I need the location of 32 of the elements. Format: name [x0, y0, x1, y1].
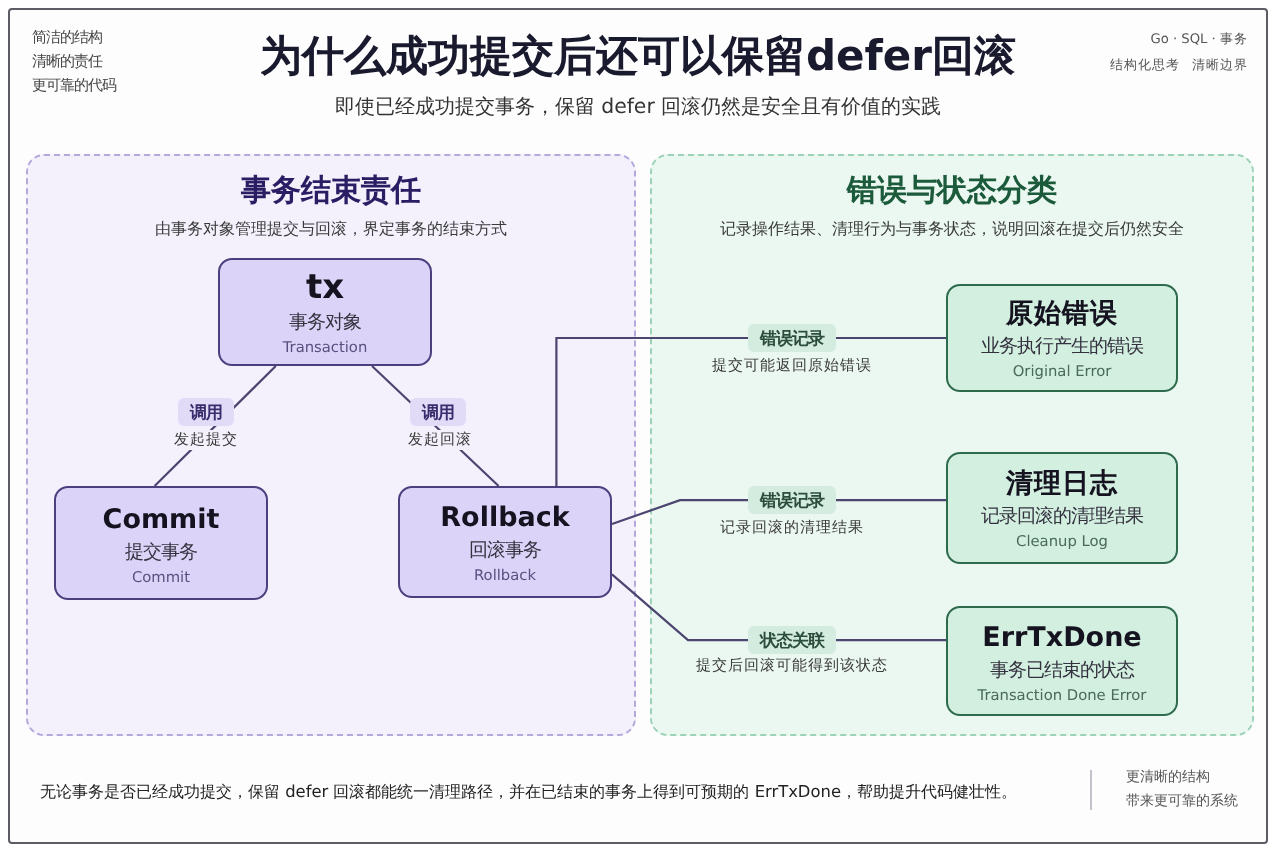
node-description: 事务对象	[289, 310, 361, 336]
panel-title: 错误与状态分类	[847, 172, 1057, 210]
subtitle: 即使已经成功提交事务，保留 defer 回滚仍然是安全且有价值的实践	[334, 95, 942, 121]
node-description: 业务执行产生的错误	[981, 334, 1143, 360]
process-box	[946, 284, 1178, 392]
edge-label: 调用	[178, 398, 234, 426]
node-title: Commit	[102, 503, 220, 537]
diagram-title: 为什么成功提交后还可以保留defer回滚	[260, 30, 1016, 82]
node-title: ErrTxDone	[982, 621, 1142, 655]
node-title: 原始错误	[1006, 298, 1118, 332]
node-title: Rollback	[440, 502, 570, 536]
process-box	[946, 606, 1178, 716]
group-panel	[26, 154, 636, 736]
edge-label: 错误记录	[748, 324, 836, 352]
panel-description: 由事务对象管理提交与回滚，界定事务的结束方式	[155, 218, 507, 240]
group-panel	[650, 154, 1254, 736]
summary-note: 无论事务是否已经成功提交，保留 defer 回滚都能统一清理路径，并在已结束的事务上得到可预期的 ErrTxDone，帮助提升代码健壮性。	[40, 781, 1019, 803]
process-box	[946, 452, 1178, 564]
process-box	[54, 486, 268, 600]
edge-label: 调用	[410, 398, 466, 426]
node-description: 记录回滚的清理结果	[981, 504, 1143, 530]
node-title: tx	[305, 270, 345, 308]
edge-label: 错误记录	[748, 486, 836, 514]
panel-description: 记录操作结果、清理行为与事务状态，说明回滚在提交后仍然安全	[720, 218, 1184, 240]
node-description: 回滚事务	[469, 538, 541, 564]
node-description: 事务已结束的状态	[990, 657, 1134, 683]
node-title: 清理日志	[1006, 468, 1118, 502]
process-box	[218, 258, 432, 366]
edge-label: 状态关联	[748, 626, 836, 654]
process-box	[398, 486, 612, 598]
node-description: 提交事务	[125, 539, 197, 565]
panel-title: 事务结束责任	[241, 172, 421, 210]
